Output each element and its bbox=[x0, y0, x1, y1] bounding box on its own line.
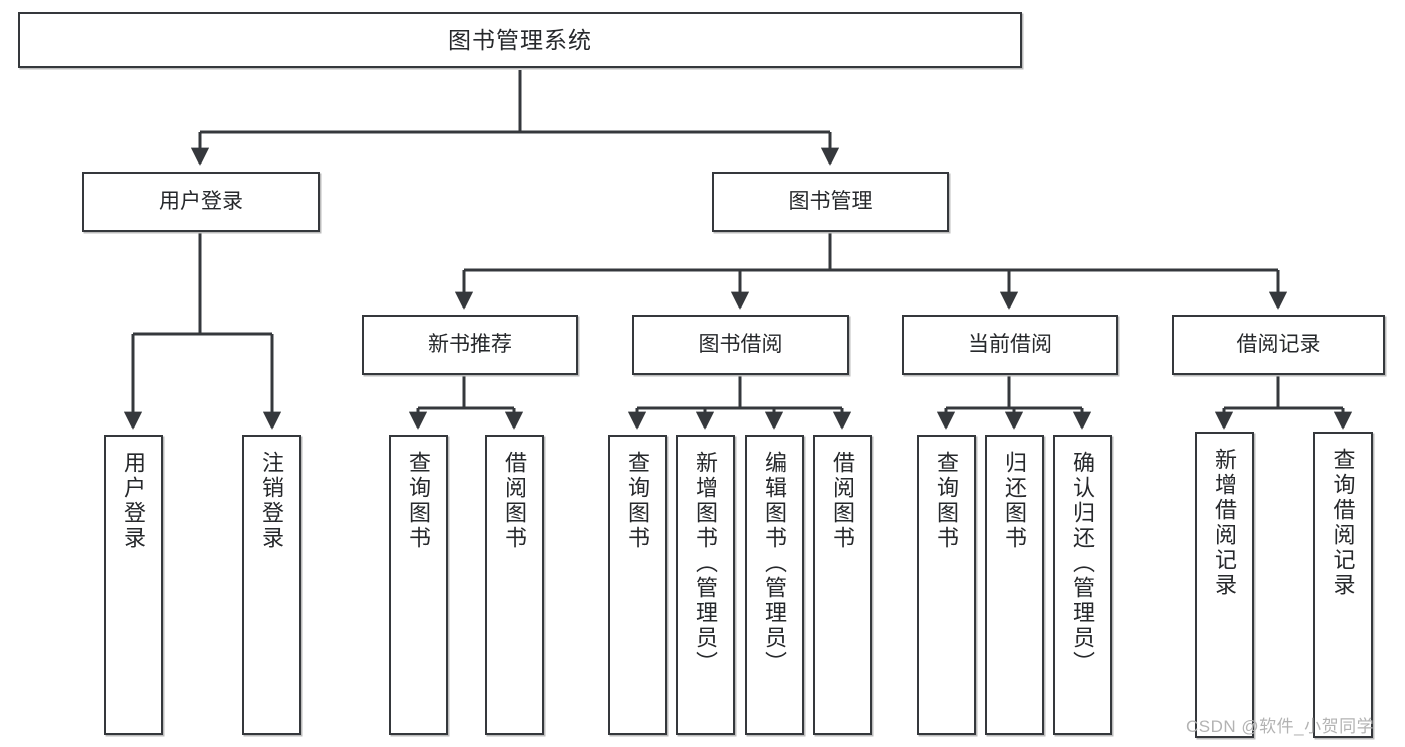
node-label: 借阅图书 bbox=[502, 451, 528, 551]
node-label: 归还图书 bbox=[1002, 451, 1028, 551]
node-leaf-query-book-3[interactable]: 查询图书 bbox=[917, 435, 976, 735]
node-label: 图书借阅 bbox=[698, 332, 783, 356]
node-book-borrow[interactable]: 图书借阅 bbox=[632, 315, 849, 375]
node-label: 确认归还（管理员） bbox=[1070, 451, 1096, 676]
node-label: 当前借阅 bbox=[968, 332, 1052, 356]
node-label: 查询借阅记录 bbox=[1330, 448, 1356, 598]
node-label: 查询图书 bbox=[625, 451, 651, 551]
node-leaf-query-book-2[interactable]: 查询图书 bbox=[608, 435, 667, 735]
node-leaf-return-book[interactable]: 归还图书 bbox=[985, 435, 1044, 735]
node-label: 图书管理系统 bbox=[448, 26, 592, 53]
node-user-login[interactable]: 用户登录 bbox=[82, 172, 320, 232]
node-label: 用户登录 bbox=[121, 451, 147, 551]
node-label: 图书管理 bbox=[788, 189, 873, 213]
node-label: 新增借阅记录 bbox=[1212, 448, 1238, 598]
node-leaf-edit-book[interactable]: 编辑图书（管理员） bbox=[745, 435, 804, 735]
node-label: 查询图书 bbox=[406, 451, 432, 551]
node-book-manage[interactable]: 图书管理 bbox=[712, 172, 949, 232]
node-label: 借阅记录 bbox=[1236, 332, 1321, 356]
node-label: 注销登录 bbox=[259, 451, 285, 551]
node-leaf-user-login[interactable]: 用户登录 bbox=[104, 435, 163, 735]
node-label: 编辑图书（管理员） bbox=[762, 451, 788, 676]
node-label: 查询图书 bbox=[934, 451, 960, 551]
node-leaf-confirm-return[interactable]: 确认归还（管理员） bbox=[1053, 435, 1112, 735]
node-label: 用户登录 bbox=[159, 189, 243, 213]
node-leaf-borrow-book-1[interactable]: 借阅图书 bbox=[485, 435, 544, 735]
node-leaf-borrow-book-2[interactable]: 借阅图书 bbox=[813, 435, 872, 735]
node-leaf-query-book-1[interactable]: 查询图书 bbox=[389, 435, 448, 735]
node-borrow-record[interactable]: 借阅记录 bbox=[1172, 315, 1385, 375]
node-leaf-query-record[interactable]: 查询借阅记录 bbox=[1313, 432, 1373, 738]
node-current-borrow[interactable]: 当前借阅 bbox=[902, 315, 1118, 375]
node-leaf-logout[interactable]: 注销登录 bbox=[242, 435, 301, 735]
node-root-system[interactable]: 图书管理系统 bbox=[18, 12, 1022, 68]
node-leaf-add-record[interactable]: 新增借阅记录 bbox=[1195, 432, 1254, 738]
node-label: 新书推荐 bbox=[428, 332, 512, 356]
node-label: 新增图书（管理员） bbox=[693, 451, 719, 676]
node-leaf-add-book[interactable]: 新增图书（管理员） bbox=[676, 435, 735, 735]
node-label: 借阅图书 bbox=[830, 451, 856, 551]
node-new-book-recommend[interactable]: 新书推荐 bbox=[362, 315, 578, 375]
